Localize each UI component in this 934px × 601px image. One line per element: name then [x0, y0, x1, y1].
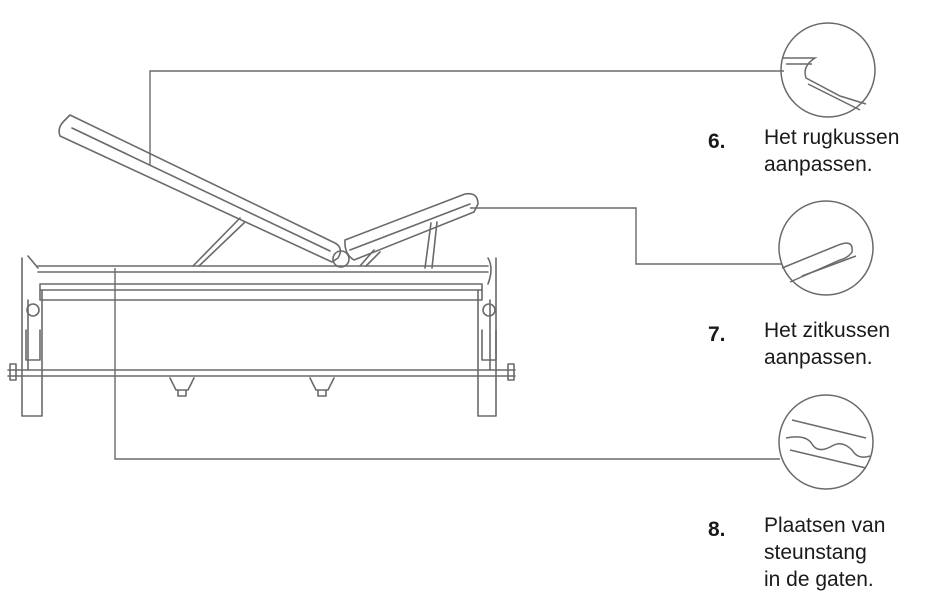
step-7-text: Het zitkussen aanpassen.	[764, 317, 890, 371]
support-struts	[192, 217, 438, 269]
detail-circle-8	[778, 394, 874, 490]
leader-line-6	[149, 70, 784, 165]
detail-circle-7	[778, 200, 874, 296]
bench-frame	[7, 255, 516, 417]
step-7-line-2: aanpassen.	[764, 346, 873, 369]
step-8-number: 8.	[708, 518, 726, 541]
step-6-line-1: Het rugkussen	[764, 126, 900, 149]
step-8-text: Plaatsen van steunstang in de gaten.	[764, 512, 885, 593]
step-7-number: 7.	[708, 323, 726, 346]
leader-line-8	[114, 268, 780, 460]
detail-circle-6	[780, 22, 876, 118]
step-7-line-1: Het zitkussen	[764, 319, 891, 342]
step-6-line-2: aanpassen.	[764, 153, 873, 176]
step-6-number: 6.	[708, 130, 726, 153]
seat-pad	[344, 192, 479, 261]
leader-line-7	[470, 207, 782, 265]
step-6-text: Het rugkussen aanpassen.	[764, 124, 899, 178]
step-8-line-1: Plaatsen van	[764, 514, 886, 537]
backrest-pad	[58, 114, 342, 263]
step-8-line-2: steunstang	[764, 541, 867, 564]
hinge-joint	[332, 250, 350, 268]
step-8-line-3: in de gaten.	[764, 568, 874, 591]
